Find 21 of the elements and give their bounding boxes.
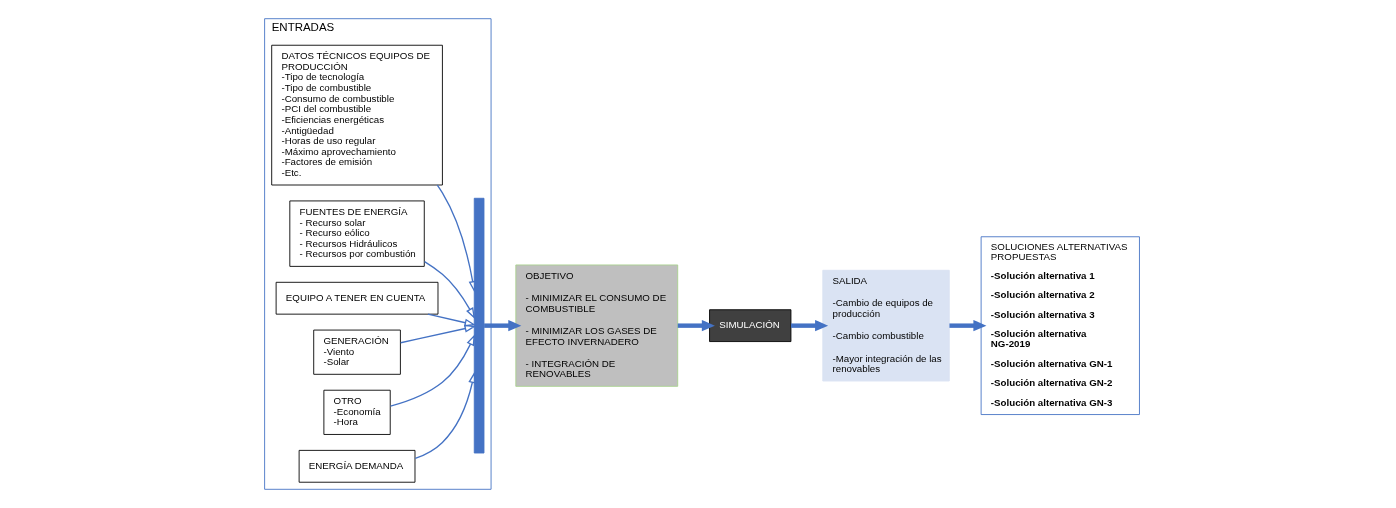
node-box: SIMULACIÓN xyxy=(708,309,791,342)
arrow xyxy=(948,319,986,332)
node-box: OBJETIVO - MINIMIZAR EL CONSUMO DE COMBUSTIBLE - MINIMIZAR LOS GASES DE EFECTO INVERNADERO - INTEGRACIÓN DE RENOVABLES xyxy=(514,264,678,387)
node-box: SALIDA -Cambio de equipos de producción -Cambio combustible -Mayor integración de las renovables xyxy=(821,269,950,382)
arrow xyxy=(414,371,476,460)
node-box: OTRO -Economía -Hora xyxy=(322,389,391,435)
arrow xyxy=(389,334,475,407)
arrow xyxy=(426,313,476,327)
node-box: DATOS TÉCNICOS EQUIPOS DE PRODUCCIÓN -Tipo de tecnología -Tipo de combustible -Consumo de combustible -PCI del combustible -Eficiencias energéticas -Antigüedad -Horas de uso regular -Máximo aprovechamiento -Factores de emisión -Etc. xyxy=(270,44,443,186)
node-box: GENERACIÓN -Viento -Solar xyxy=(312,329,401,375)
arrow xyxy=(483,319,521,332)
arrow xyxy=(399,324,476,344)
arrow xyxy=(436,184,477,293)
arrow xyxy=(677,319,715,332)
arrow xyxy=(423,260,475,320)
node-box: ENERGÍA DEMANDA xyxy=(298,449,415,483)
node-box: SOLUCIONES ALTERNATIVAS PROPUESTAS -Solución alternativa 1 -Solución alternativa 2 -Solución alternativa 3 -Solución alternativa NG-2019 -Solución alternativa GN-1 -Solución alternativa GN-2 -Solución alternativa GN-3 xyxy=(980,236,1140,415)
node-box: EQUIPO A TENER EN CUENTA xyxy=(275,281,438,315)
node-bar xyxy=(473,197,484,454)
node-box: FUENTES DE ENERGÍA - Recurso solar - Recurso eólico - Recursos Hidráulicos - Recursos por combustión xyxy=(288,200,425,267)
arrow xyxy=(790,319,828,332)
